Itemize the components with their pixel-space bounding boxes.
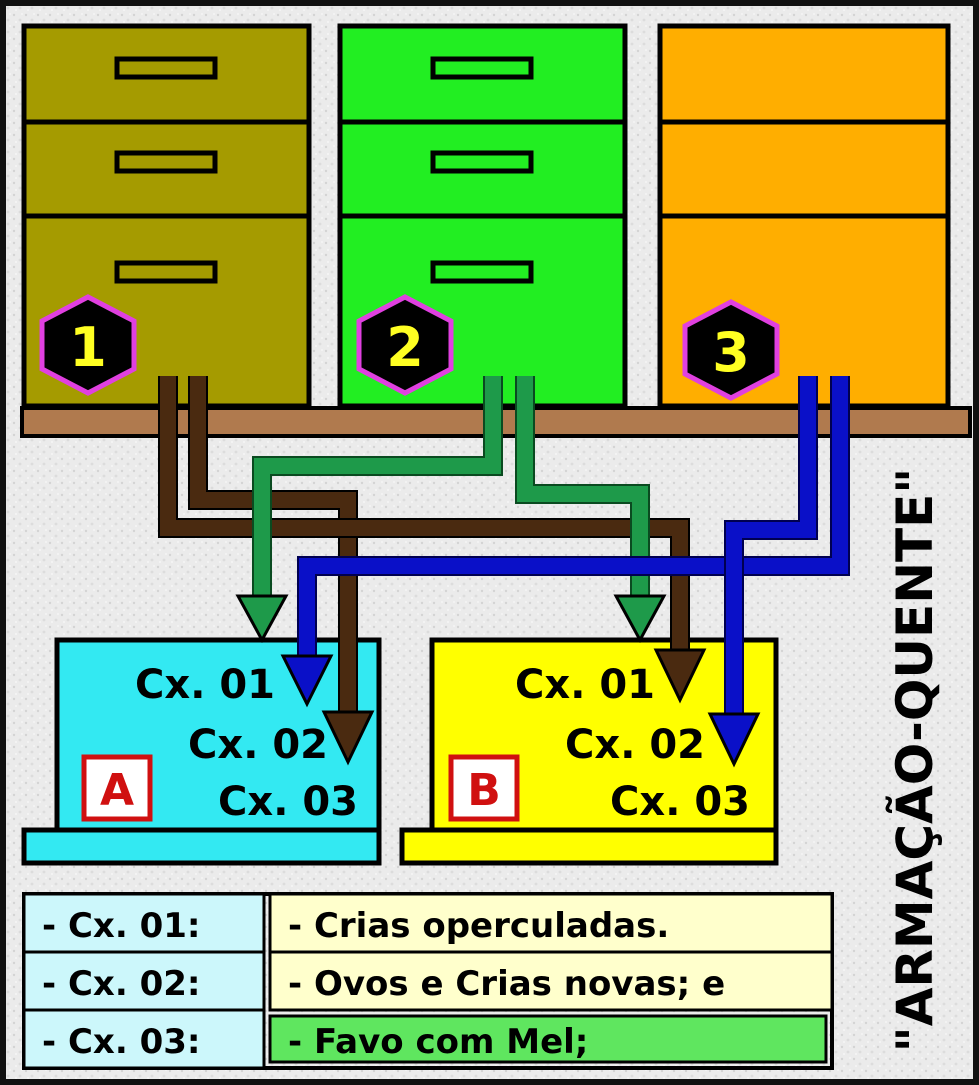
box-line-cx03: Cx. 03 [218,779,358,825]
legend-text: - Favo com Mel; [288,1022,588,1062]
hive-1: 1 [24,26,309,406]
box-line-cx01: Cx. 01 [515,662,655,708]
hive-number-label: 2 [386,316,424,379]
box-letter: B [467,765,501,816]
box-line-cx02: Cx. 02 [565,722,705,768]
legend-key: - Cx. 02: [42,964,201,1004]
hive-3: 3 [660,26,948,406]
legend-key: - Cx. 03: [42,1022,201,1062]
hive-2: 2 [340,26,625,406]
box-line-cx01: Cx. 01 [135,662,275,708]
legend-table: - Cx. 01: - Crias operculadas. - Cx. 02:… [24,894,832,1068]
box-letter: A [100,765,134,816]
target-box-a: Cx. 01 Cx. 02 Cx. 03 A [24,640,379,863]
legend-text: - Ovos e Crias novas; e [288,964,725,1004]
legend-text: - Crias operculadas. [288,906,669,946]
target-box-b: Cx. 01 Cx. 02 Cx. 03 B [402,640,776,863]
hive-number-label: 3 [712,321,750,384]
legend-key: - Cx. 01: [42,906,201,946]
box-line-cx03: Cx. 03 [610,779,750,825]
hive-number-label: 1 [69,316,107,379]
side-title: "ARMAÇÃO-QUENTE" [885,468,944,1053]
box-line-cx02: Cx. 02 [188,722,328,768]
